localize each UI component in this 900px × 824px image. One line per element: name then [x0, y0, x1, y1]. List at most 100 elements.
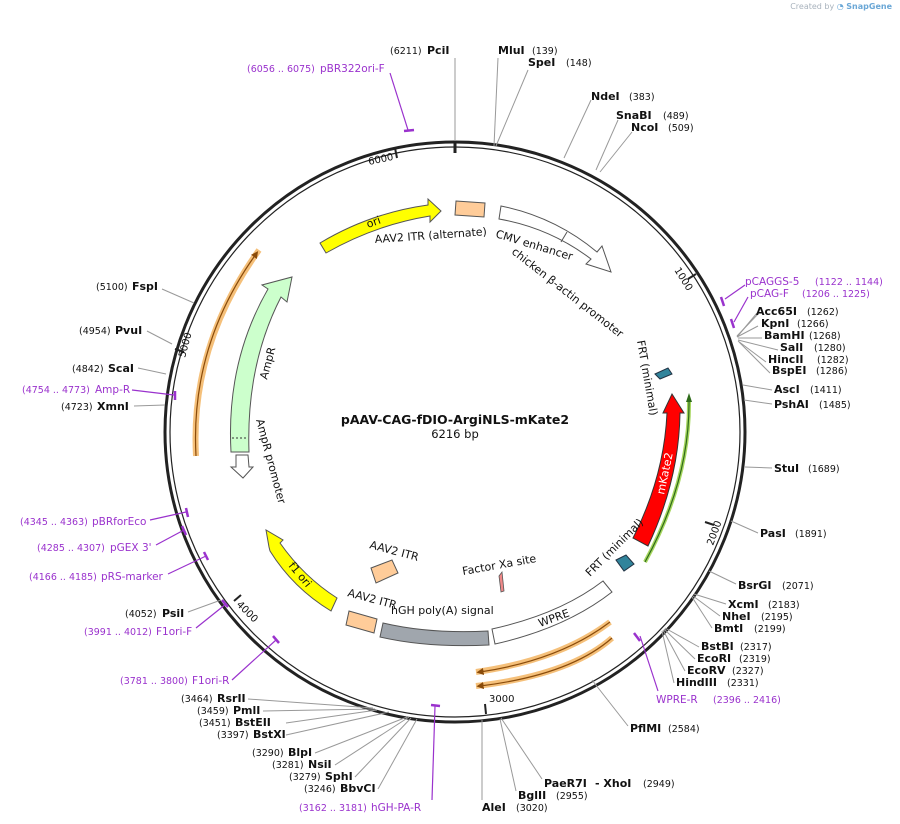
nsii-leader: [334, 716, 410, 766]
frt-top-feature[interactable]: [654, 367, 673, 380]
pmli-pos: (3459): [197, 706, 229, 717]
orf-arrow-bottom-2-core: [476, 637, 613, 690]
fspi-name: FspI: [132, 280, 158, 293]
pvui-leader: [146, 330, 173, 345]
pgex3-mark: [180, 525, 188, 536]
stui-pos: (1689): [808, 464, 840, 475]
hgh-polya-feature[interactable]: [379, 622, 490, 647]
pasi-pos: (1891): [795, 529, 827, 540]
xhoi-name: - XhoI: [595, 777, 631, 790]
prs-marker-pos: (4166 .. 4185): [29, 572, 97, 583]
bglii-leader: [499, 718, 517, 792]
hindiii-pos: (2331): [727, 678, 759, 689]
tick-label-1000: 1000: [671, 266, 694, 293]
nhei-pos: (2195): [761, 612, 793, 623]
bstbi-leader: [664, 627, 700, 648]
ncoi-name: NcoI: [631, 121, 658, 134]
scai-leader: [137, 367, 167, 375]
itr-lower-feature[interactable]: [345, 610, 378, 634]
fspi-leader: [161, 288, 195, 304]
bbvci-name: BbvCI: [340, 782, 376, 795]
alei-name: AleI: [482, 801, 506, 814]
psii-name: PsiI: [162, 607, 184, 620]
pasi-name: PasI: [760, 527, 786, 540]
spei-leader: [495, 69, 529, 147]
f1ori-f-pos: (3991 .. 4012): [84, 627, 152, 638]
bamhi-pos: (1268): [809, 331, 841, 342]
bbvci-pos: (3246): [304, 784, 336, 795]
hgh-pa-r-pos: (3162 .. 3181): [299, 803, 367, 814]
mkate2-feature[interactable]: [632, 392, 685, 547]
factor-xa-feature[interactable]: [498, 570, 505, 593]
amp-r-name: Amp-R: [95, 384, 130, 396]
bmti-leader: [691, 596, 713, 629]
plasmid-name: pAAV-CAG-fDIO-ArgiNLS-mKate2: [341, 412, 569, 427]
orf-arrow-bottom-2: [475, 635, 614, 689]
ori-feature[interactable]: [319, 197, 442, 254]
frt-bottom-label: FRT (minimal): [583, 516, 646, 579]
tick-5000: [174, 348, 185, 353]
snabi-leader: [595, 119, 619, 171]
kpni-pos: (1266): [797, 319, 829, 330]
xcmi-leader: [693, 593, 727, 605]
acc65i-name: Acc65I: [756, 305, 797, 318]
pbr322ori-f-pos: (6056 .. 6075): [247, 64, 315, 75]
sali-leader: [737, 339, 779, 351]
ecorv-leader: [662, 629, 686, 672]
itr-upper-label: AAV2 ITR: [368, 538, 420, 564]
pcii-pos: (6211): [390, 46, 422, 57]
hgh-pa-r-name: hGH-PA-R: [371, 802, 421, 814]
tick-2000: [704, 521, 715, 526]
bmti-pos: (2199): [754, 624, 786, 635]
pbr322ori-f-leader: [389, 72, 409, 131]
credit-brand: SnapGene: [846, 2, 892, 11]
sali-name: SalI: [780, 341, 803, 354]
snabi-pos: (489): [663, 111, 689, 122]
ampr-promoter-feature[interactable]: [229, 454, 255, 479]
fspi-pos: (5100): [96, 282, 128, 293]
rsrii-name: RsrII: [217, 692, 246, 705]
prs-marker-name: pRS-marker: [101, 571, 164, 583]
ampr-feature[interactable]: [230, 276, 293, 453]
paer7i-name: PaeR7I: [544, 777, 587, 790]
tick-label-4000: 4000: [234, 599, 260, 625]
hincii-leader: [737, 340, 767, 363]
hgh-pa-r-mark: [430, 703, 441, 708]
nhei-name: NheI: [722, 610, 751, 623]
kpni-name: KpnI: [761, 317, 789, 330]
itr-alternate-feature[interactable]: [454, 200, 486, 218]
wpre-feature[interactable]: [491, 580, 613, 645]
snapgene-logo-icon: ◔: [836, 2, 844, 11]
pgex3-leader: [155, 529, 185, 546]
ecori-pos: (2319): [739, 654, 771, 665]
frt-bottom-feature[interactable]: [615, 554, 635, 572]
xhoi-pos: (2949): [643, 779, 675, 790]
blpi-name: BlpI: [288, 746, 312, 759]
hincii-name: HincII: [768, 353, 804, 366]
bbvci-leader: [377, 718, 418, 790]
pflmi-name: PflMI: [630, 722, 661, 735]
itr-upper-feature[interactable]: [370, 559, 399, 584]
primers: (6056 .. 6075) pBR322ori-F pCAGGS-5 (112…: [20, 63, 883, 814]
mkate2-orf-arrowhead: [686, 393, 692, 402]
spei-name: SpeI: [528, 56, 555, 69]
pshai-name: PshAI: [774, 398, 809, 411]
bsteii-leader: [285, 709, 378, 724]
ecori-name: EcoRI: [697, 652, 731, 665]
pshai-pos: (1485): [819, 400, 851, 411]
pcii-name: PciI: [427, 44, 449, 57]
nhei-leader: [692, 595, 721, 617]
f1ori-r-leader: [231, 639, 277, 681]
prs-marker-mark: [202, 551, 210, 561]
cmv-cba-feature[interactable]: [498, 205, 612, 273]
amp-r-leader: [131, 389, 175, 396]
f1-ori-feature[interactable]: [265, 529, 338, 612]
pcaggs-5-name: pCAGGS-5: [745, 276, 799, 288]
pcaggs-5-mark: [719, 296, 726, 307]
pcag-f-mark: [729, 318, 736, 329]
bstbi-name: BstBI: [701, 640, 734, 653]
pcag-f-leader: [733, 296, 749, 323]
pmli-leader: [262, 708, 376, 712]
pbrforeco-pos: (4345 .. 4363): [20, 517, 88, 528]
f1ori-r-name: F1ori-R: [192, 675, 229, 687]
